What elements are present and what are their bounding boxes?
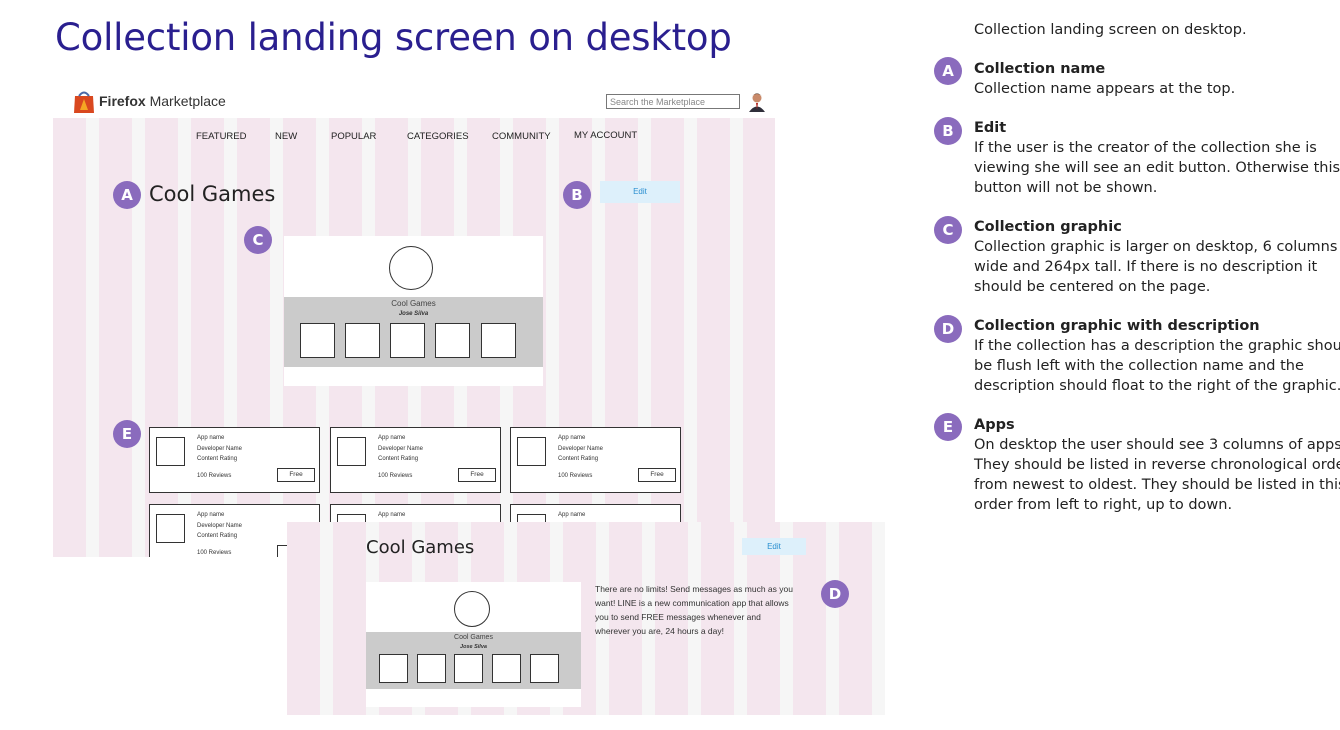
collection-icon-circle [454, 591, 490, 627]
app-thumbnail [417, 654, 446, 683]
app-thumbnail [337, 437, 366, 466]
free-button[interactable]: Free [277, 468, 315, 482]
collection-name: Cool Games [366, 537, 475, 558]
app-card[interactable]: App name Developer Name Content Rating 1… [149, 427, 320, 493]
app-thumbnail [345, 323, 380, 358]
nav-community[interactable]: COMMUNITY [492, 131, 551, 142]
app-thumbnail [156, 514, 185, 543]
content-rating: Content Rating [558, 456, 599, 462]
brand-name[interactable]: Firefox Marketplace [99, 93, 226, 109]
review-count: 100 Reviews [558, 473, 593, 479]
app-thumbnail [492, 654, 521, 683]
note-badge-e: E [934, 413, 962, 441]
developer-name: Developer Name [558, 446, 604, 452]
note-badge-d: D [934, 315, 962, 343]
developer-name: Developer Name [197, 523, 243, 529]
user-avatar-icon[interactable] [748, 92, 766, 112]
app-name: App name [378, 512, 406, 518]
app-thumbnail [390, 323, 425, 358]
annotation-badge-a: A [113, 181, 141, 209]
note-badge-c: C [934, 216, 962, 244]
review-count: 100 Reviews [197, 550, 232, 556]
app-thumbnail [517, 437, 546, 466]
page-title: Collection landing screen on desktop [55, 16, 732, 59]
app-thumbnail [454, 654, 483, 683]
note-badge-a: A [934, 57, 962, 85]
graphic-author: Jose Silva [398, 311, 429, 317]
app-thumbnail [481, 323, 516, 358]
firefox-marketplace-logo-icon[interactable] [73, 89, 95, 113]
annotation-badge-b: B [563, 181, 591, 209]
app-thumbnail [530, 654, 559, 683]
graphic-title: Cool Games [391, 299, 436, 308]
free-button[interactable]: Free [638, 468, 676, 482]
note-graphic-with-description: Collection graphic with description If t… [974, 318, 1340, 394]
review-count: 100 Reviews [197, 473, 232, 479]
annotation-badge-c: C [244, 226, 272, 254]
app-thumbnail [156, 437, 185, 466]
collection-graphic: Cool Games Jose Silva [284, 236, 543, 386]
content-rating: Content Rating [378, 456, 419, 462]
developer-name: Developer Name [378, 446, 424, 452]
collection-graphic: Cool Games Jose Silva [366, 582, 581, 707]
notes-intro: Collection landing screen on desktop. [974, 22, 1247, 38]
developer-name: Developer Name [197, 446, 243, 452]
annotation-badge-d: D [821, 580, 849, 608]
nav-popular[interactable]: POPULAR [331, 131, 377, 142]
collection-description: There are no limits! Send messages as mu… [595, 584, 793, 636]
app-name: App name [197, 435, 225, 441]
nav-categories[interactable]: CATEGORIES [407, 131, 469, 142]
note-collection-graphic: Collection graphic Collection graphic is… [974, 219, 1338, 295]
app-thumbnail [435, 323, 470, 358]
app-name: App name [558, 435, 586, 441]
note-edit: Edit If the user is the creator of the c… [974, 120, 1340, 196]
nav-my-account[interactable]: MY ACCOUNT [574, 130, 638, 141]
graphic-title: Cool Games [454, 634, 493, 641]
edit-button[interactable]: Edit [600, 181, 680, 203]
content-rating: Content Rating [197, 456, 238, 462]
app-name: App name [197, 512, 225, 518]
app-name: App name [378, 435, 406, 441]
app-card[interactable]: App name Developer Name Content Rating 1… [330, 427, 501, 493]
app-card[interactable]: App name Developer Name Content Rating 1… [510, 427, 681, 493]
free-button[interactable]: Free [458, 468, 496, 482]
desktop-mockup: Firefox Marketplace Search the Marketpla… [53, 85, 775, 557]
note-badge-b: B [934, 117, 962, 145]
nav-new[interactable]: NEW [275, 131, 298, 142]
annotation-badge-e: E [113, 420, 141, 448]
note-apps: Apps On desktop the user should see 3 co… [974, 417, 1340, 513]
search-input[interactable]: Search the Marketplace [606, 94, 740, 109]
app-name: App name [558, 512, 586, 518]
note-collection-name: Collection name Collection name appears … [974, 61, 1236, 97]
content-rating: Content Rating [197, 533, 238, 539]
collection-icon-circle [389, 246, 433, 290]
collection-name: Cool Games [149, 182, 276, 206]
review-count: 100 Reviews [378, 473, 413, 479]
desktop-mockup-with-description: Cool Games Edit Cool Games Jose Silva Th… [287, 522, 885, 715]
edit-button[interactable]: Edit [742, 538, 806, 555]
app-thumbnail [379, 654, 408, 683]
nav-featured[interactable]: FEATURED [196, 131, 247, 142]
app-thumbnail [300, 323, 335, 358]
graphic-author: Jose Silva [460, 644, 487, 650]
